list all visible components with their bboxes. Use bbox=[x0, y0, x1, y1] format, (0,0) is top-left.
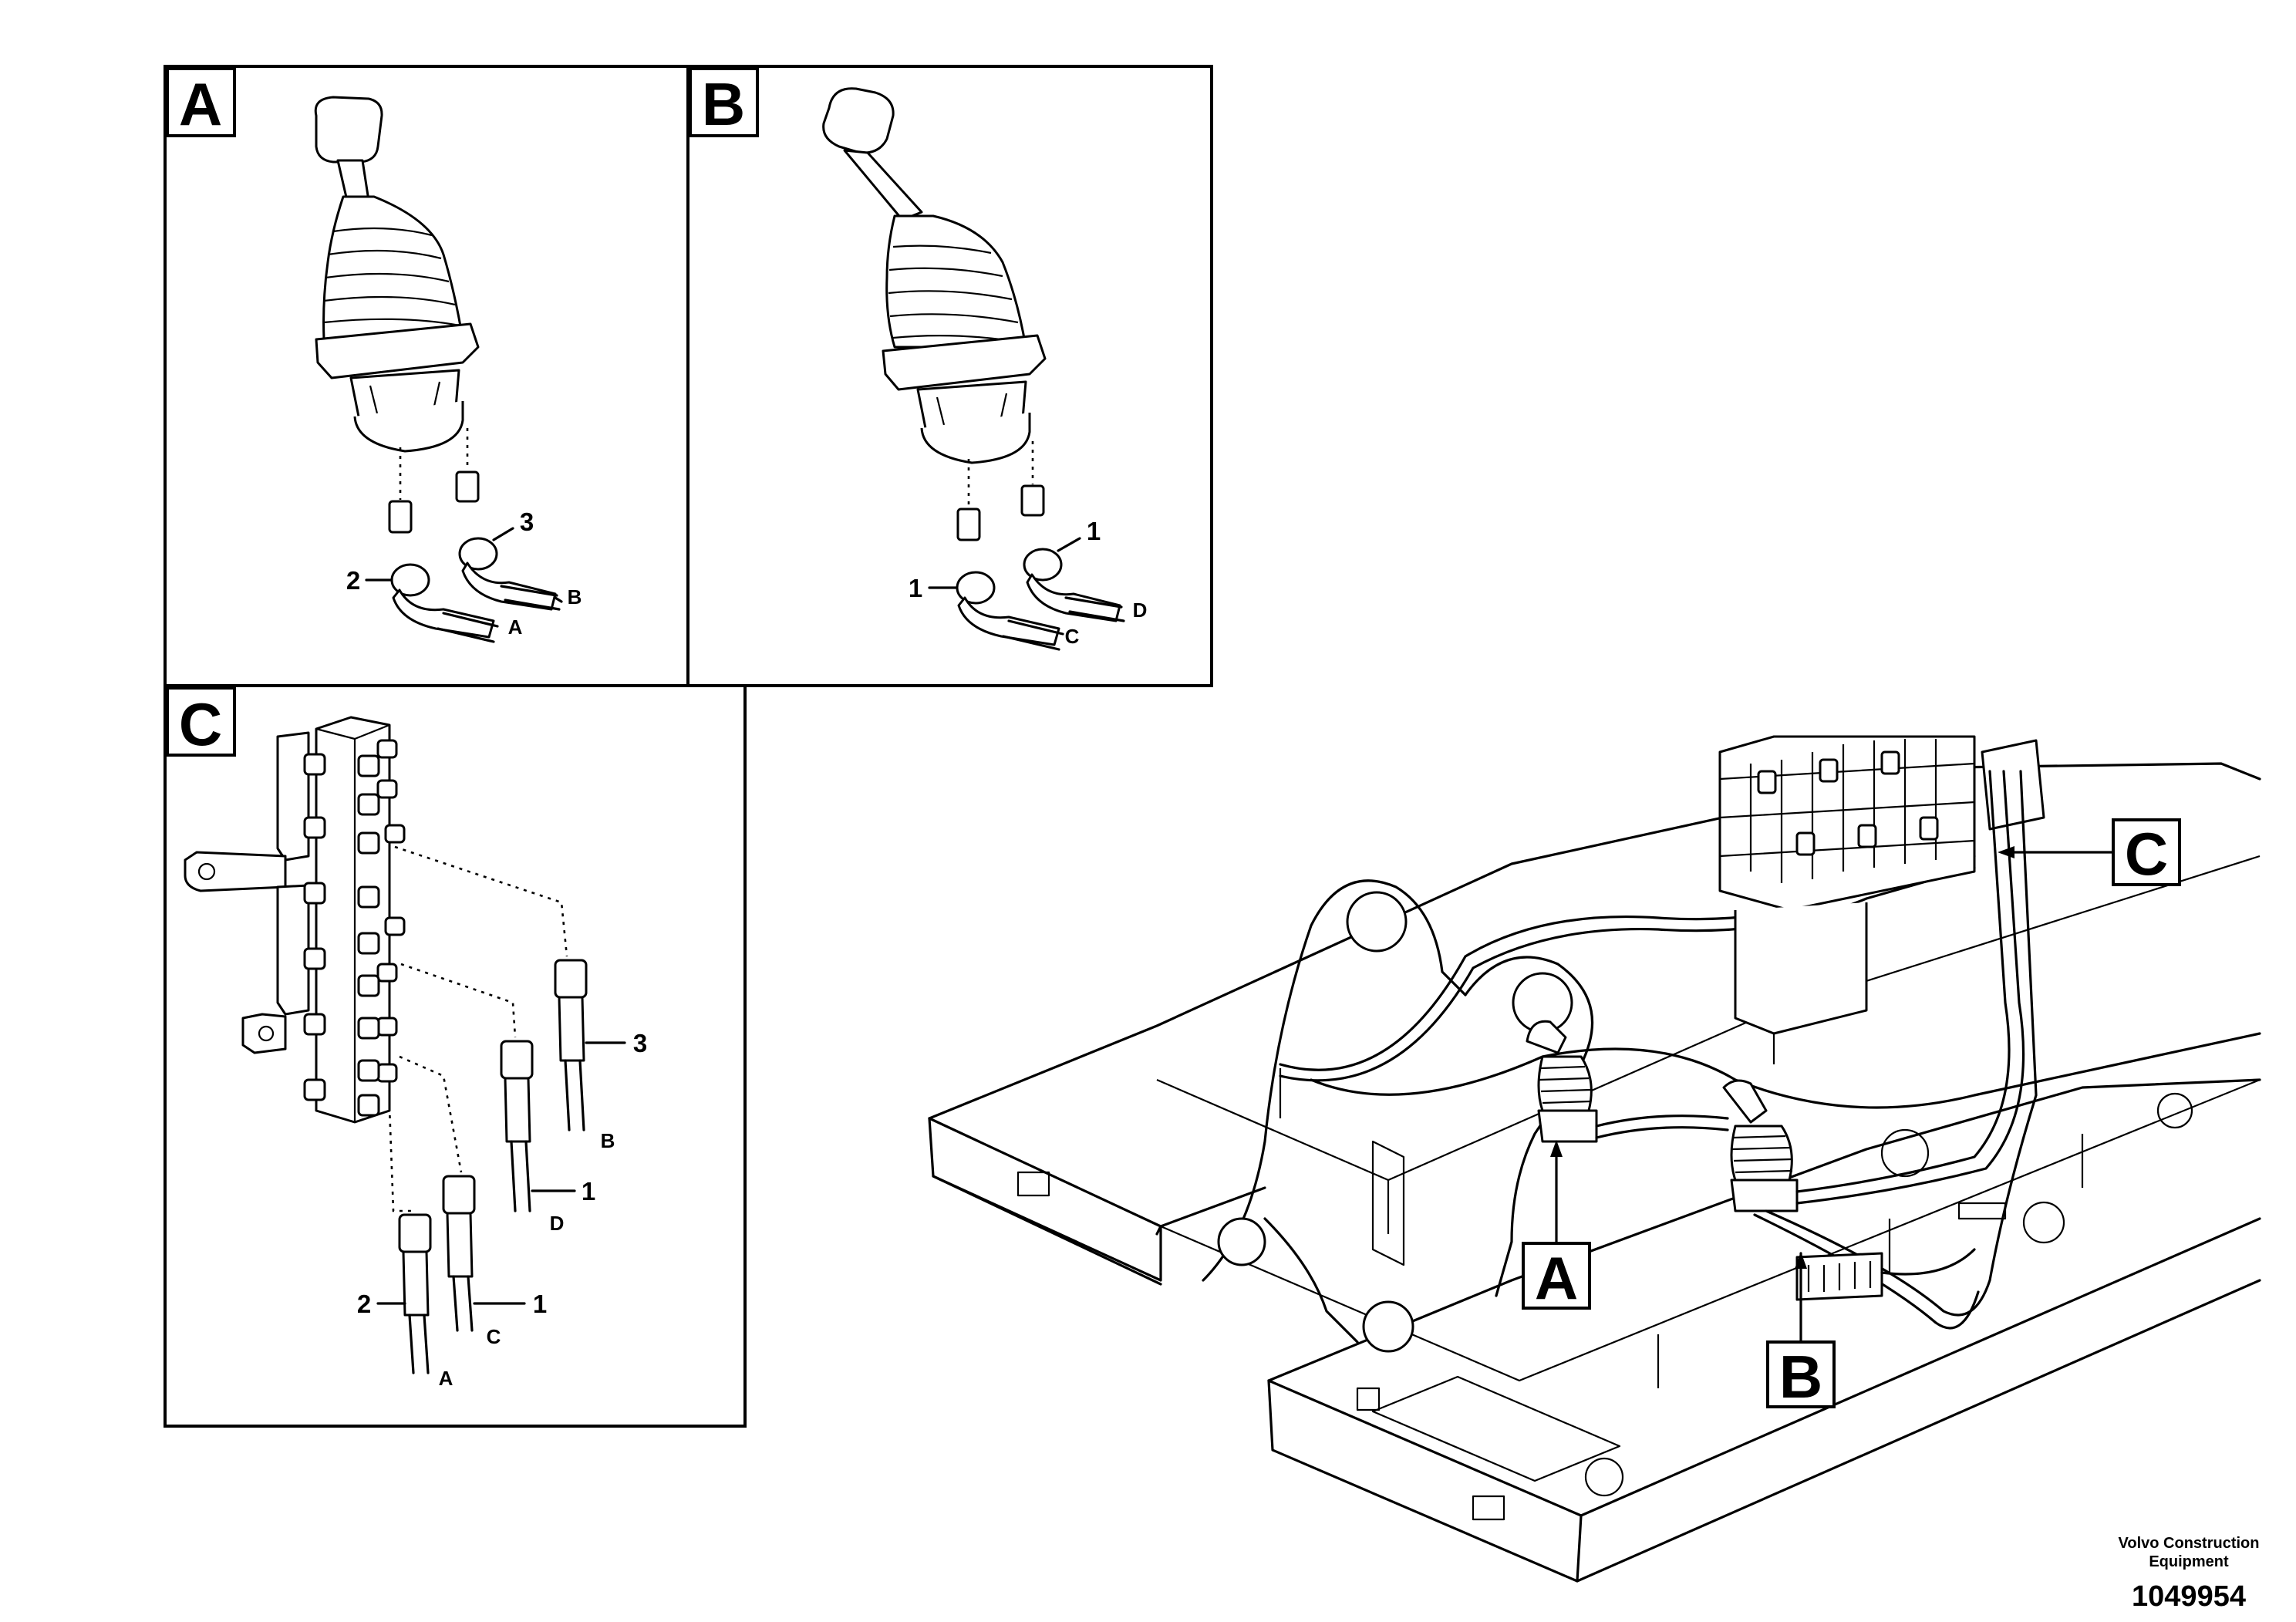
control-valve bbox=[1718, 735, 2045, 1035]
hose-label-c-b: B bbox=[601, 1129, 615, 1152]
callout-a-2: 2 bbox=[346, 566, 360, 595]
overview-frame bbox=[928, 735, 2261, 1583]
hose-label-b-d: D bbox=[1133, 599, 1148, 622]
hose-1-c bbox=[442, 1175, 476, 1332]
hose-1-d bbox=[500, 1040, 534, 1212]
panel-a: A bbox=[164, 65, 689, 687]
hose-label-a-a: A bbox=[508, 615, 523, 639]
callout-c-2: 2 bbox=[357, 1290, 371, 1318]
overview-marker-b: B bbox=[1766, 1252, 1836, 1411]
drawing-number: 1049954 bbox=[2132, 1580, 2246, 1613]
company-name-line2: Equipment bbox=[2149, 1553, 2229, 1570]
overview-marker-c: C bbox=[1998, 818, 2181, 888]
callout-c-3: 3 bbox=[633, 1029, 647, 1057]
joystick-a bbox=[314, 96, 561, 643]
overview-marker-b-box bbox=[1766, 1340, 1836, 1408]
overview-joystick-a bbox=[1526, 1020, 1598, 1143]
overview-marker-b-label: B bbox=[1779, 1343, 1822, 1411]
panel-b-label: B bbox=[702, 70, 745, 138]
callout-c-1-lower: 1 bbox=[533, 1290, 547, 1318]
panel-c: C bbox=[164, 684, 747, 1428]
overview-manifold-b bbox=[1795, 1248, 1976, 1301]
footer: Volvo Construction Equipment 1049954 bbox=[2119, 1535, 2260, 1613]
hose-label-c-a: A bbox=[439, 1367, 453, 1390]
callout-b-1-upper: 1 bbox=[1087, 517, 1101, 545]
hose-label-b-c: C bbox=[1065, 625, 1080, 648]
overview-marker-c-label: C bbox=[2125, 820, 2168, 888]
panel-c-tag bbox=[166, 686, 236, 757]
overview-marker-a-box bbox=[1522, 1242, 1591, 1310]
panel-b-tag bbox=[689, 67, 759, 137]
hose-label-c-c: C bbox=[487, 1325, 501, 1348]
overview-marker-c-box bbox=[2112, 818, 2181, 886]
overview-joystick-b bbox=[1722, 1079, 1799, 1212]
hose-3 bbox=[554, 959, 588, 1131]
hose-label-a-b: B bbox=[568, 585, 582, 609]
overview-marker-a-label: A bbox=[1535, 1244, 1578, 1312]
panel-a-tag bbox=[166, 67, 236, 137]
overview-marker-a: A bbox=[1522, 1140, 1591, 1312]
company-name-line1: Volvo Construction bbox=[2119, 1535, 2260, 1552]
callout-c-1-upper: 1 bbox=[582, 1177, 595, 1206]
joystick-b bbox=[822, 87, 1125, 651]
panel-b: B 1 1 D C bbox=[686, 65, 1213, 687]
hose-2-a bbox=[398, 1213, 432, 1374]
hose-label-c-d: D bbox=[550, 1212, 565, 1235]
callout-a-3: 3 bbox=[520, 508, 534, 536]
panel-a-label: A bbox=[179, 70, 222, 138]
callout-b-1-lower: 1 bbox=[909, 574, 922, 602]
panel-c-label: C bbox=[179, 690, 222, 758]
manifold-fittings bbox=[303, 739, 406, 1117]
